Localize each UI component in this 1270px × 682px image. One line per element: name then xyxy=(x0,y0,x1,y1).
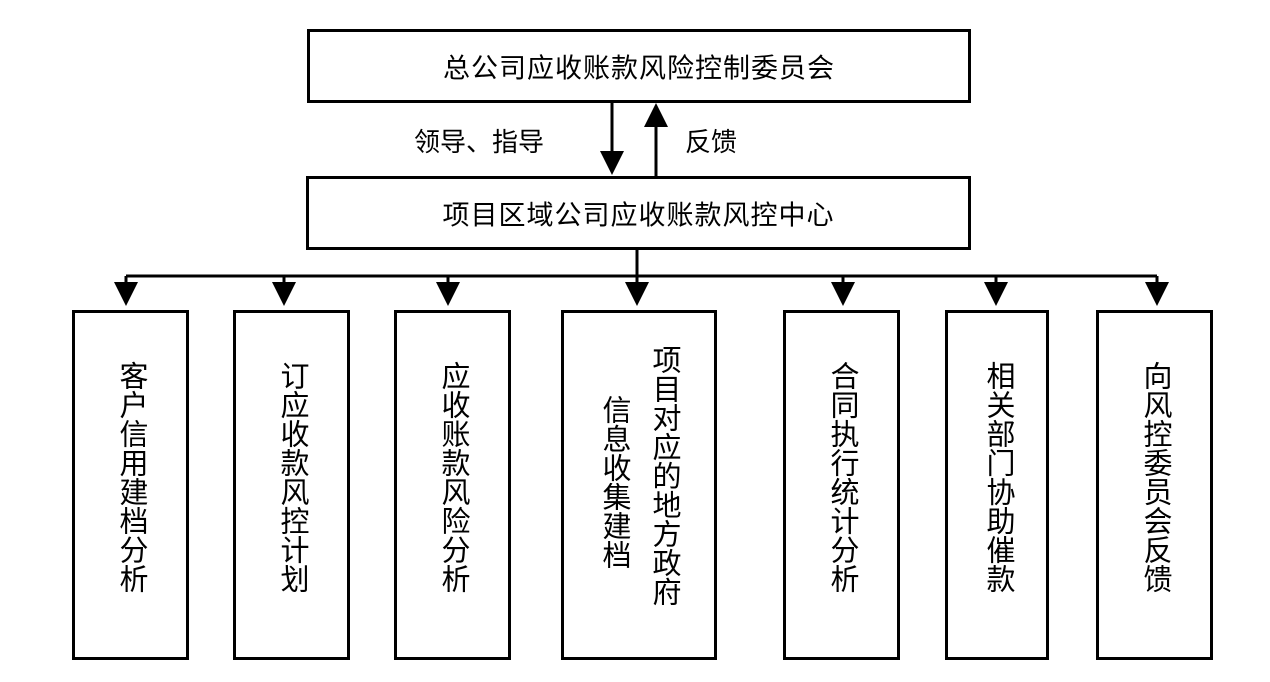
task-box-1-text: 客户信用建档分析 xyxy=(115,361,149,593)
top-committee-box: 总公司应收账款风险控制委员会 xyxy=(307,29,971,103)
task-box-4-text-left: 信息收集建档 xyxy=(598,395,632,569)
regional-center-box: 项目区域公司应收账款风控中心 xyxy=(306,176,971,250)
task-box-4-text-right: 项目对应的地方政府 xyxy=(648,345,682,606)
task-box-2-text: 订应收款风控计划 xyxy=(276,361,310,593)
top-committee-text: 总公司应收账款风险控制委员会 xyxy=(443,53,835,85)
task-box-3-text: 应收账款风险分析 xyxy=(437,361,471,593)
regional-center-text: 项目区域公司应收账款风控中心 xyxy=(442,200,835,232)
task-box-6: 相关部门协助催款 xyxy=(945,310,1049,660)
lead-arrow-label: 领导、指导 xyxy=(414,128,545,158)
task-box-5: 合同执行统计分析 xyxy=(783,310,900,660)
task-box-7: 向风控委员会反馈 xyxy=(1096,310,1213,660)
task-box-5-text: 合同执行统计分析 xyxy=(826,361,860,593)
task-box-4: 项目对应的地方政府 信息收集建档 xyxy=(561,310,717,660)
task-box-3: 应收账款风险分析 xyxy=(394,310,511,660)
task-box-7-text: 向风控委员会反馈 xyxy=(1139,361,1173,593)
task-box-6-text: 相关部门协助催款 xyxy=(982,361,1016,593)
task-box-2: 订应收款风控计划 xyxy=(233,310,350,660)
feedback-arrow-label: 反馈 xyxy=(685,128,738,158)
task-box-1: 客户信用建档分析 xyxy=(72,310,189,660)
